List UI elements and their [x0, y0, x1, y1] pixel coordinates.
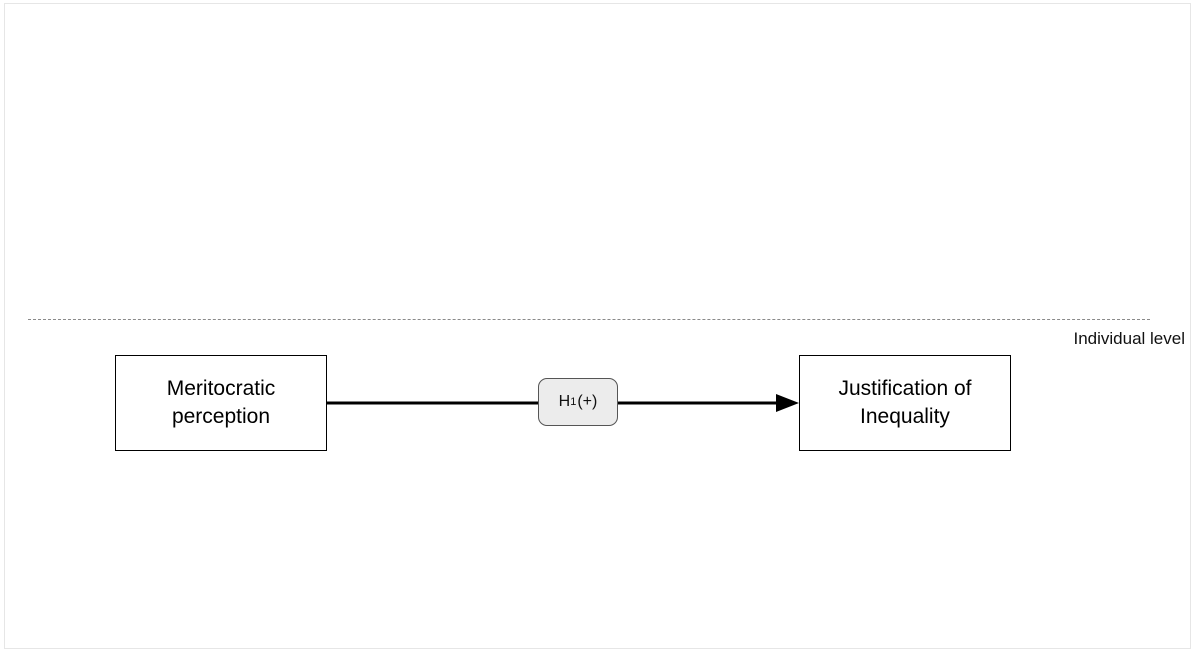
- level-label: Individual level: [1073, 329, 1185, 348]
- diagram-frame: [4, 3, 1191, 649]
- node-justification-of-inequality: Justification of Inequality: [799, 355, 1011, 451]
- arrowhead-icon: [776, 394, 799, 412]
- node-label: Meritocratic perception: [166, 377, 276, 428]
- hypothesis-index: 1: [570, 396, 577, 408]
- node-label: Justification of Inequality: [838, 377, 972, 428]
- hypothesis-letter: H: [558, 393, 571, 410]
- hypothesis-sign: (+): [577, 393, 598, 410]
- level-divider: [28, 319, 1150, 320]
- node-meritocratic-perception: Meritocratic perception: [115, 355, 327, 451]
